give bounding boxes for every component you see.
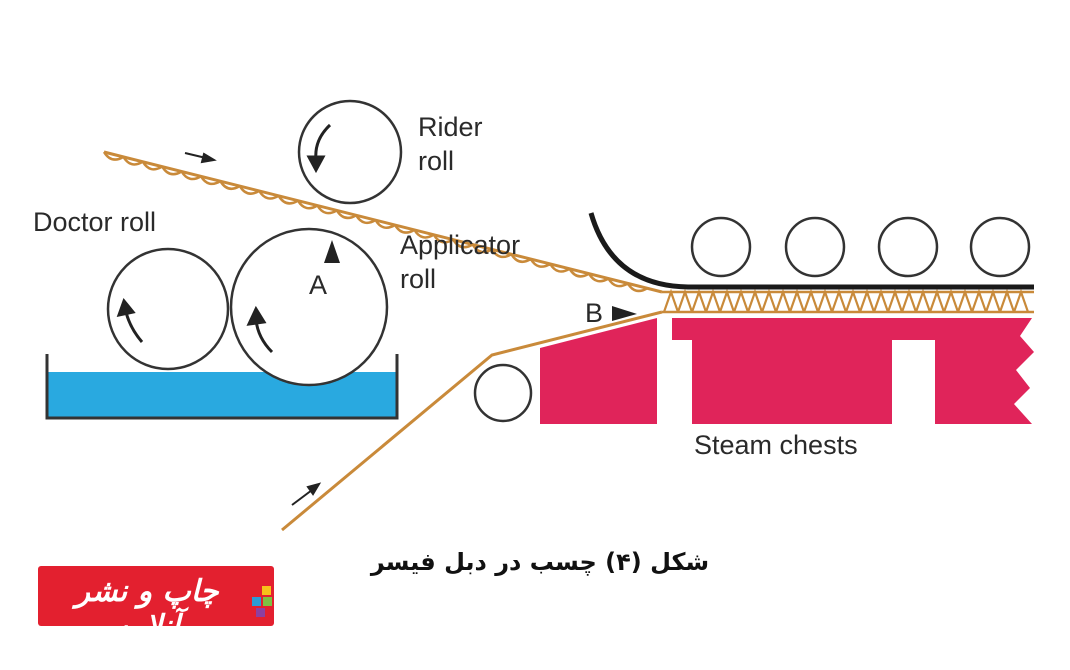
- steam-chest-1: [540, 318, 657, 424]
- glue-bath: [47, 372, 397, 418]
- point-b-arrow: [612, 306, 637, 321]
- ballast-roll-4: [969, 216, 1031, 278]
- steam-chests-label: Steam chests: [694, 430, 858, 460]
- rider-roll-label-line1: Rider: [418, 112, 483, 142]
- ballast-roll-2: [784, 216, 846, 278]
- logo-background: [38, 566, 274, 626]
- board-flutes: [662, 288, 1030, 313]
- holding-belt: [588, 212, 1034, 290]
- applicator-rotation-arrow: [246, 305, 274, 354]
- doctor-roll-label: Doctor roll: [33, 207, 157, 237]
- glue-tank: [45, 354, 399, 420]
- point-a-label: A: [309, 270, 328, 300]
- lower-web-direction-arrow: [291, 482, 322, 506]
- steam-chest-3: [912, 318, 1034, 424]
- ballast-roll-3: [877, 216, 939, 278]
- publisher-logo[interactable]: چاپ و نشر آنلاین: [38, 566, 274, 644]
- logo-text: چاپ و نشر آنلاین: [75, 574, 219, 644]
- rider-rotation-arrow: [306, 123, 332, 174]
- applicator-roll-label-line2: roll: [400, 264, 437, 294]
- guide-roll: [473, 363, 533, 423]
- steam-chest-2: [672, 318, 912, 424]
- upper-web-direction-arrow: [184, 152, 217, 164]
- rider-roll: [297, 99, 403, 205]
- applicator-roll-label-line1: Applicator: [400, 230, 521, 260]
- liner-web: [281, 310, 663, 532]
- doctor-rotation-arrow: [116, 297, 144, 343]
- logo-squares-icon: [252, 586, 274, 626]
- ballast-roll-1: [690, 216, 752, 278]
- point-b-label: B: [585, 298, 604, 328]
- point-a-arrow: [324, 240, 340, 263]
- figure-caption: شکل (۴) چسب در دبل فیسر: [370, 548, 710, 576]
- single-face-web-flutes: [102, 151, 648, 293]
- applicator-roll: [229, 227, 389, 387]
- rider-roll-label-line2: roll: [418, 146, 455, 176]
